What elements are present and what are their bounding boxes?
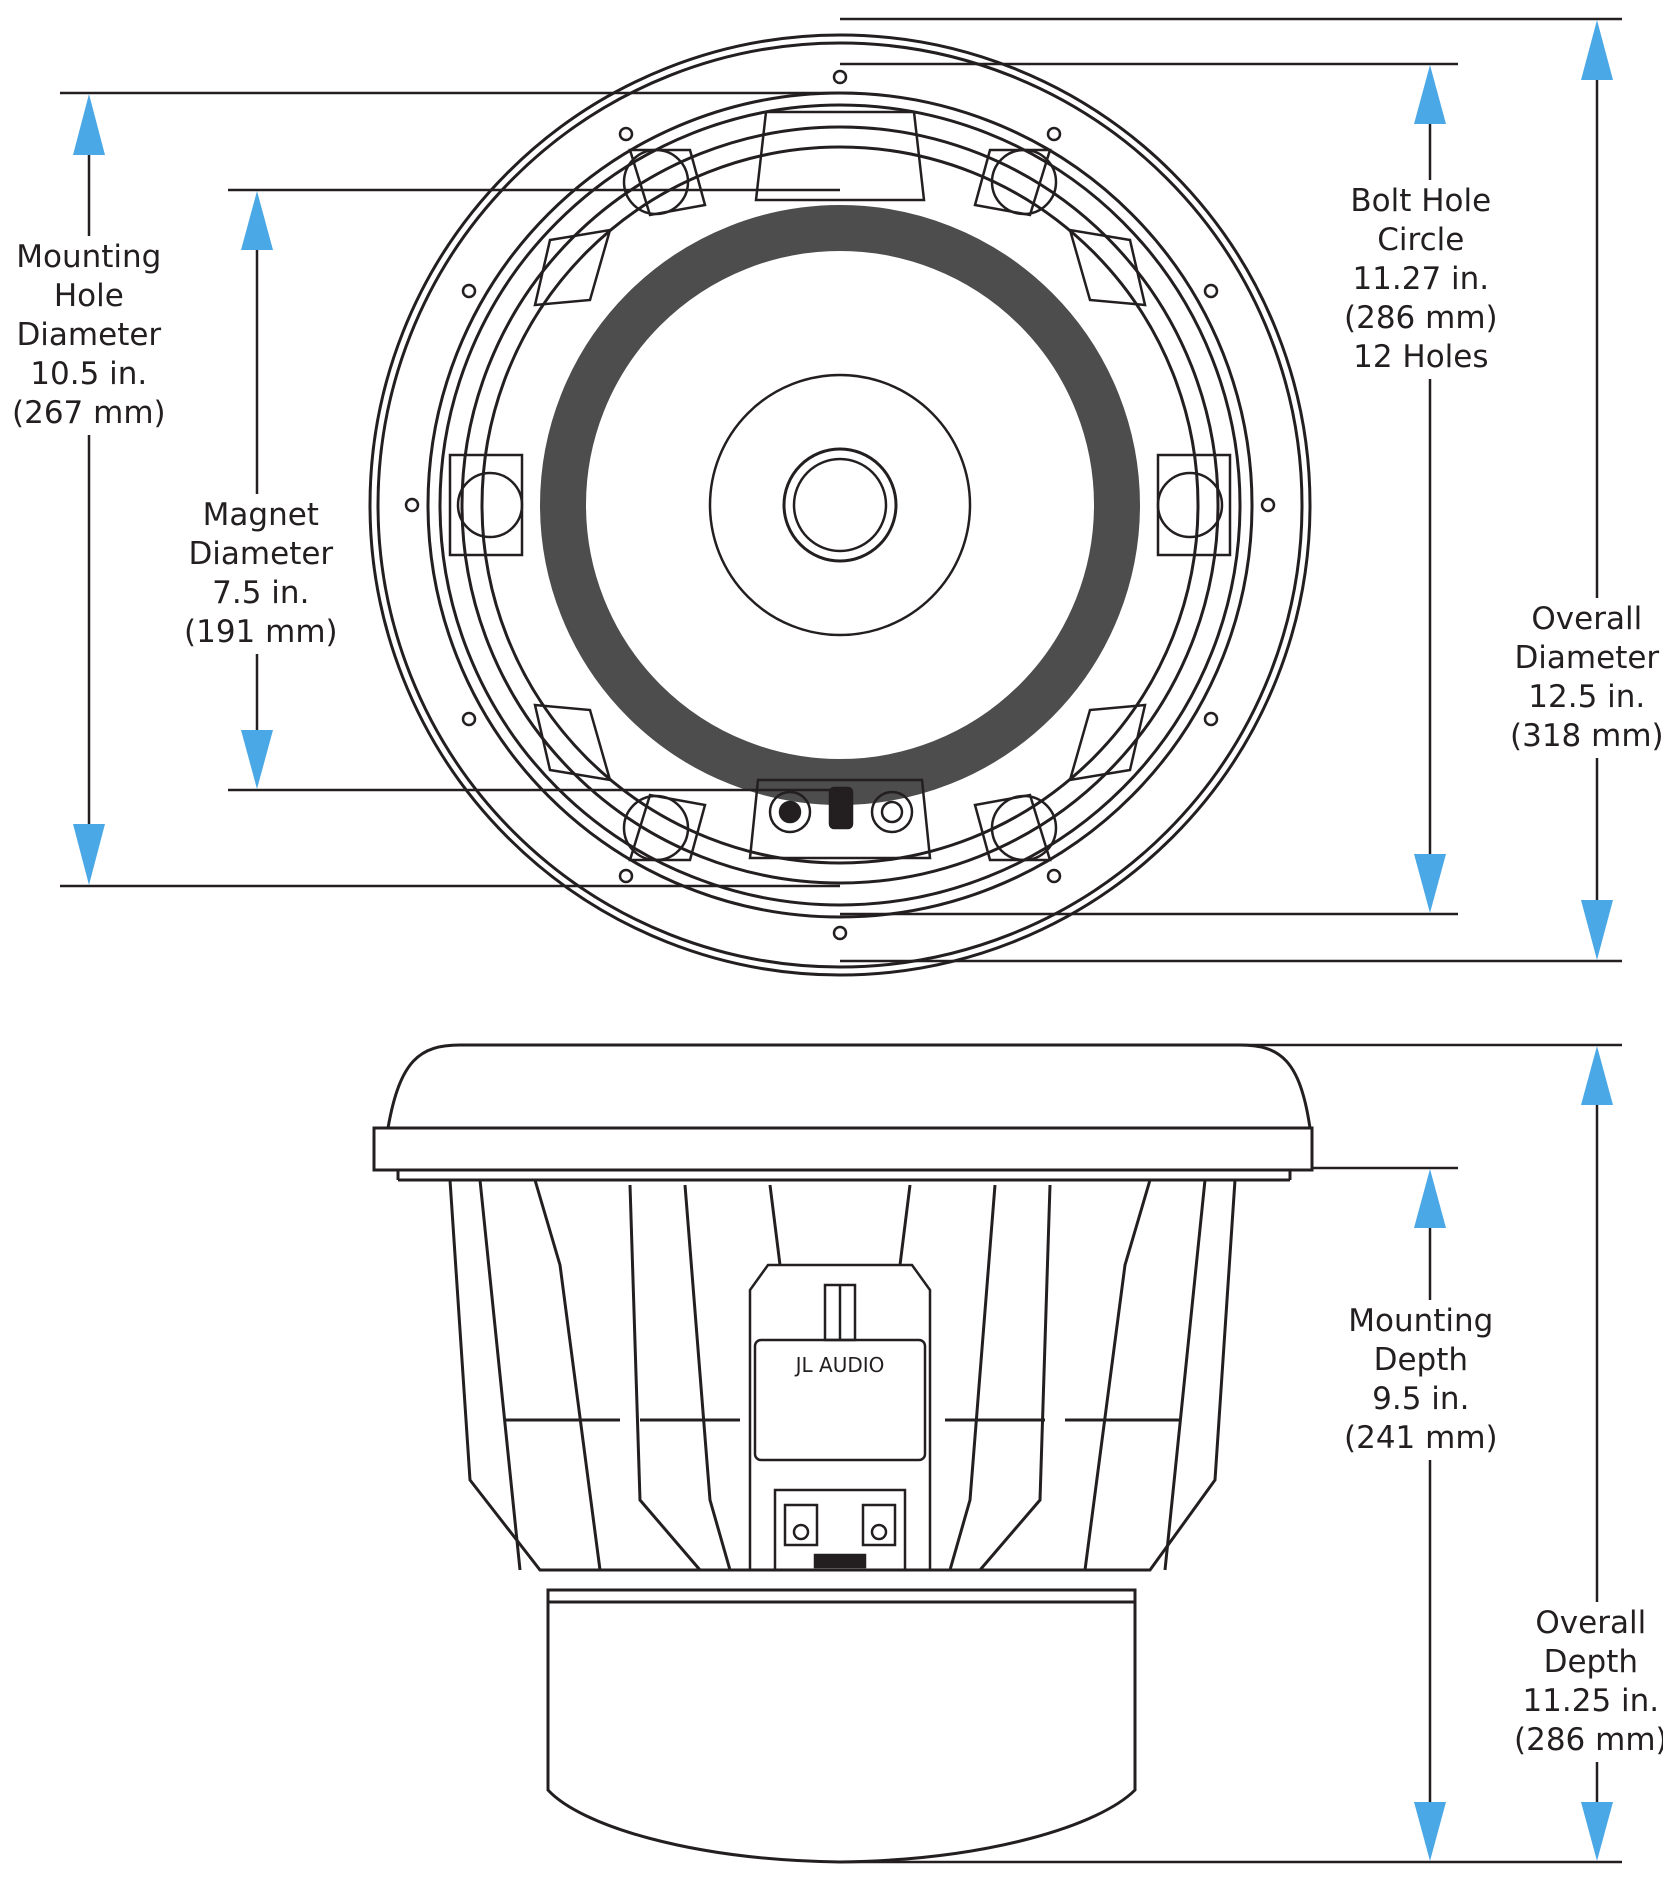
magnet-diameter-label: Magnet Diameter 7.5 in. (191 mm) (180, 494, 342, 654)
top-view-dimension-lines (60, 17, 1622, 963)
mounting-hole-diameter-label: Mounting Hole Diameter 10.5 in. (267 mm) (8, 236, 170, 435)
terminal-housing (748, 1263, 932, 1572)
speaker-rear-view (368, 33, 1312, 977)
overall-depth-label: Overall Depth 11.25 in. (286 mm) (1510, 1602, 1663, 1762)
speaker-side-view (372, 1043, 1314, 1864)
terminal-block-rear (748, 778, 932, 860)
magnet-ring (540, 205, 1140, 805)
basket-spokes (448, 110, 1232, 862)
bolt-hole-circle-label: Bolt Hole Circle 11.27 in. (286 mm) 12 H… (1340, 180, 1502, 379)
bolt-holes (404, 69, 1276, 941)
brand-logo-text: JL AUDIO (794, 1353, 885, 1377)
side-view-arrowheads (1414, 1046, 1613, 1861)
side-view-dimension-lines (840, 1043, 1622, 1864)
top-view-arrowheads (73, 20, 1613, 960)
overall-diameter-label: Overall Diameter 12.5 in. (318 mm) (1506, 598, 1663, 758)
mounting-depth-label: Mounting Depth 9.5 in. (241 mm) (1340, 1300, 1502, 1460)
